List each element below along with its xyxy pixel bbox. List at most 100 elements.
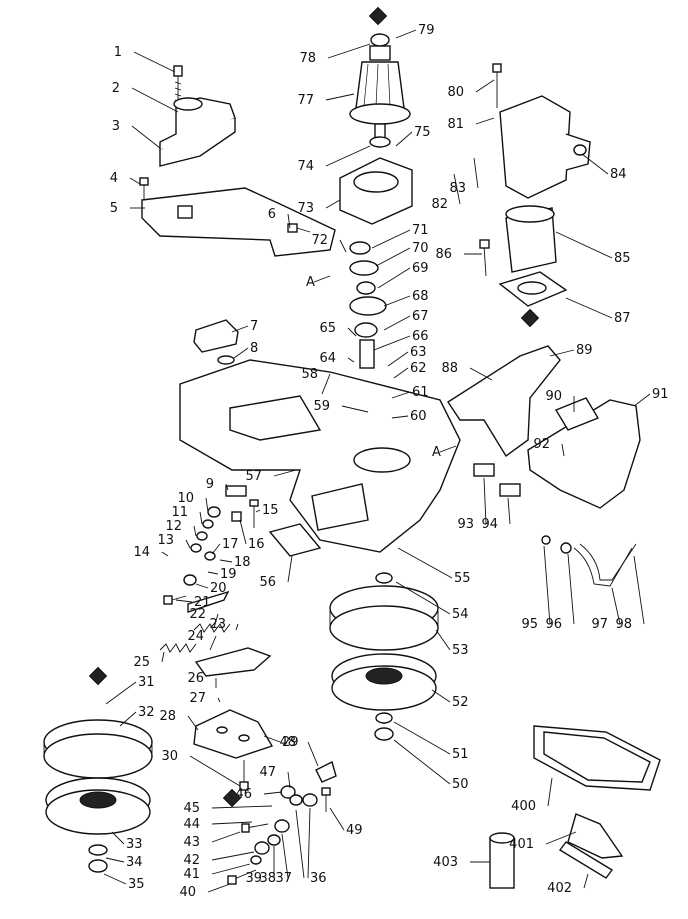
part-screw-4: [139, 177, 149, 200]
leader-line-43: [211, 831, 241, 843]
callout-label-46: 46: [235, 787, 252, 802]
part-screw-6: [287, 223, 311, 233]
leader-line-30: [189, 755, 241, 787]
leader-line-13: [185, 539, 191, 549]
callout-label-54: 54: [452, 607, 469, 622]
part-small-components-left: [163, 485, 259, 613]
leader-line-11: [199, 511, 203, 525]
part-wrench-401: [567, 813, 624, 859]
callout-label-10: 10: [177, 491, 194, 506]
leader-line-72: [339, 239, 347, 253]
callout-label-36: 36: [310, 871, 327, 886]
callout-label-22: 22: [189, 607, 206, 622]
leader-line-21: [175, 599, 193, 603]
part-plate-24: [194, 647, 272, 677]
leader-lines: [103, 29, 651, 893]
leader-line-400: [547, 777, 553, 807]
part-springs-23-25: [159, 623, 231, 653]
direction-mark-1: A: [306, 275, 315, 290]
callout-label-39: 39: [245, 871, 262, 886]
callout-label-86: 86: [435, 247, 452, 262]
leader-line-12: [193, 525, 197, 537]
callout-label-13: 13: [157, 533, 174, 548]
part-plate-5: [141, 187, 336, 257]
leader-line-22: [213, 613, 219, 629]
diamond-markers: [88, 6, 540, 808]
part-gears-68-71: [349, 241, 387, 369]
leader-line-70: [375, 247, 411, 267]
leader-line-63: [387, 351, 409, 367]
callout-label-41: 41: [183, 867, 200, 882]
part-cord-97: [541, 535, 637, 587]
leader-line-85: [555, 231, 613, 259]
leader-line-55: [397, 547, 453, 579]
leader-line-25: [161, 651, 165, 663]
callout-label-75: 75: [414, 125, 431, 140]
callout-label-56: 56: [259, 575, 276, 590]
leader-line-16: [239, 519, 247, 545]
part-baffle-87: [498, 271, 568, 307]
leader-line-56: [287, 555, 293, 583]
callout-label-400: 400: [511, 799, 536, 814]
callout-label-50: 50: [452, 777, 469, 792]
leader-line-28: [187, 715, 199, 731]
callout-label-78: 78: [299, 51, 316, 66]
callout-label-29: 29: [282, 735, 299, 750]
part-fan-85: [505, 205, 557, 273]
callout-label-42: 42: [183, 853, 200, 868]
leader-line-95: [543, 545, 551, 625]
leader-line-68: [383, 295, 411, 307]
callout-label-59: 59: [313, 399, 330, 414]
leader-line-10: [205, 497, 209, 513]
leader-line-69: [377, 267, 411, 289]
callout-label-47: 47: [259, 765, 276, 780]
callout-label-35: 35: [128, 877, 145, 892]
leader-line-9: [225, 483, 229, 491]
leader-line-17: [211, 543, 221, 555]
callout-label-9: 9: [206, 477, 214, 492]
part-screw-80: [492, 63, 502, 108]
callout-label-94: 94: [481, 517, 498, 532]
leader-line-73: [325, 199, 341, 209]
leader-line-58: [321, 373, 331, 395]
callout-label-28: 28: [159, 709, 176, 724]
part-blade-400: [533, 725, 661, 791]
callout-label-95: 95: [521, 617, 538, 632]
callout-label-80: 80: [447, 85, 464, 100]
callout-label-43: 43: [183, 835, 200, 850]
callout-label-44: 44: [183, 817, 200, 832]
callout-label-11: 11: [171, 505, 188, 520]
callout-label-31: 31: [138, 675, 155, 690]
leader-line-48: [307, 741, 319, 767]
leader-line-60: [391, 415, 409, 419]
leader-line-14: [161, 551, 169, 557]
callout-label-62: 62: [410, 361, 427, 376]
callout-label-53: 53: [452, 643, 469, 658]
callout-label-66: 66: [412, 329, 429, 344]
leader-line-1: [133, 51, 176, 73]
leader-line-81: [475, 117, 495, 125]
callout-label-38: 38: [259, 871, 276, 886]
callout-label-32: 32: [138, 705, 155, 720]
direction-arrow-1: [313, 275, 331, 283]
leader-line-45: [211, 805, 273, 809]
part-screw-86: [479, 239, 490, 277]
leader-line-27: [217, 697, 221, 703]
callout-label-65: 65: [319, 321, 336, 336]
callout-label-61: 61: [412, 385, 429, 400]
callout-label-73: 73: [297, 201, 314, 216]
callout-label-401: 401: [509, 837, 534, 852]
leader-line-87: [565, 297, 613, 319]
leader-line-41: [211, 863, 251, 875]
leader-line-20: [195, 583, 209, 589]
callout-label-81: 81: [447, 117, 464, 132]
leader-line-97: [611, 587, 621, 625]
callout-label-74: 74: [297, 159, 314, 174]
leader-line-61: [391, 391, 411, 399]
leader-line-40: [207, 883, 231, 893]
callout-label-71: 71: [412, 223, 429, 238]
leader-line-52: [431, 689, 451, 703]
part-switches-93-94: [473, 463, 521, 497]
part-motor-housing-84: [499, 95, 591, 199]
leader-line-44: [211, 821, 253, 825]
